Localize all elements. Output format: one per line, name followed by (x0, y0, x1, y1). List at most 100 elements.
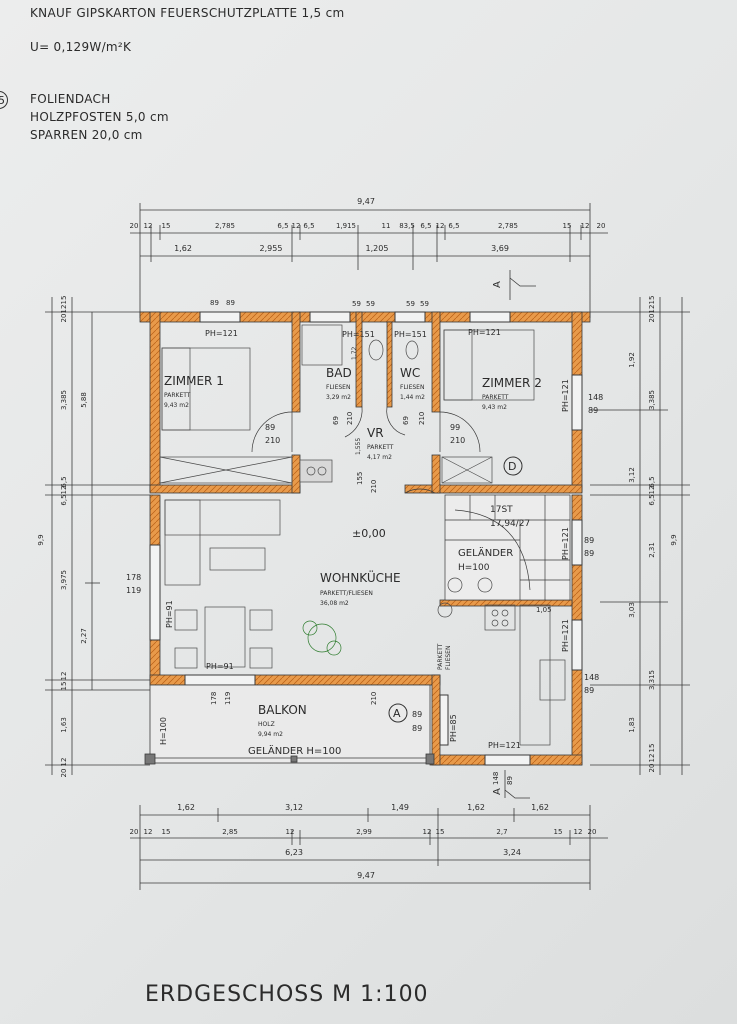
dim-89b: 89 (226, 299, 235, 307)
dim-top-20a: 20 (130, 222, 139, 230)
staircase (444, 494, 571, 601)
dim-155: 155 (356, 472, 364, 485)
dim-left-163: 1,63 (60, 717, 68, 733)
dim-59d: 59 (420, 300, 429, 308)
balcony (144, 684, 435, 765)
dim-right-183: 1,83 (628, 717, 636, 733)
dim-right-12b: 12 (648, 486, 656, 495)
dim-left-12c: 12 (60, 758, 68, 767)
dim-left-20: 20 (60, 769, 68, 778)
floor-parkett-label: PARKETT (437, 643, 444, 670)
ph-left-window: PH=91 (165, 600, 174, 628)
dim-right-outer: 9,9 (670, 534, 678, 545)
dim-119-left: 119 (126, 586, 141, 595)
ph-right-upper: PH=121 (561, 379, 570, 412)
dim-89-stair1: 89 (584, 536, 594, 545)
dim-right-15a: 15 (648, 296, 656, 305)
dim-top-1915: 1,915 (336, 222, 356, 230)
dim-top-162: 1,62 (174, 244, 192, 253)
dimension-bottom (130, 805, 608, 890)
dim-top-369: 3,69 (491, 244, 509, 253)
room-floor-vr: PARKETT (367, 444, 394, 451)
dim-right-12c: 12 (648, 754, 656, 763)
section-marker-bottom (504, 770, 530, 799)
room-floor-wc: FLIESEN (400, 384, 424, 391)
room-floor-bad: FLIESEN (326, 384, 350, 391)
room-area-bad: 3,29 m2 (326, 394, 351, 401)
room-name-zimmer1: ZIMMER 1 (164, 374, 224, 388)
ph-right-lower: PH=121 (561, 619, 570, 652)
dim-bot-623: 6,23 (285, 848, 303, 857)
dim-left-top15: 15 (60, 296, 68, 305)
dim-bot-149: 1,49 (391, 803, 409, 812)
section-circle-d (503, 456, 523, 476)
dim-left-top20: 20 (60, 314, 68, 323)
dim-105: 1,05 (536, 606, 552, 614)
dim-89-balkon1: 89 (412, 710, 422, 719)
dim-left-top12: 12 (60, 305, 68, 314)
room-name-wc: WC (400, 366, 420, 380)
section-label-a: A (393, 707, 401, 720)
dim-left-12b: 12 (60, 672, 68, 681)
dim-1555: 1,555 (355, 438, 362, 455)
dim-right-20a: 20 (648, 314, 656, 323)
room-name-vr: VR (367, 426, 384, 440)
dim-bot-162a: 1,62 (177, 803, 195, 812)
section-label-top: A (492, 281, 503, 288)
dim-top-12c: 12 (436, 222, 445, 230)
ph-right-mid: PH=121 (561, 527, 570, 560)
dim-top-65d: 6,5 (448, 222, 459, 230)
balcony-height: H=100 (159, 717, 168, 745)
dim-bot-27: 2,7 (496, 828, 507, 836)
dim-210-z2door: 210 (450, 436, 465, 445)
windows (149, 311, 583, 766)
dimension-left (45, 297, 150, 775)
floor-fliesen-label: FLIESEN (445, 646, 452, 670)
dimension-top (130, 203, 608, 318)
railing-label: GELÄNDER (458, 546, 513, 559)
dim-bot-162b: 1,62 (467, 803, 485, 812)
dim-69-bad: 69 (332, 416, 340, 425)
dim-bot-15c: 15 (554, 828, 563, 836)
dim-172: 1,72 (351, 346, 358, 360)
dim-top-11: 11 (382, 222, 391, 230)
room-floor-zimmer2: PARKETT (482, 394, 509, 401)
room-floor-zimmer1: PARKETT (164, 392, 191, 399)
ph-zimmer1-window: PH=121 (205, 329, 238, 338)
dim-210-z1door: 210 (265, 436, 280, 445)
dim-left-3385: 3,385 (60, 390, 68, 410)
dim-top-2785a: 2,785 (215, 222, 235, 230)
dim-69-wc: 69 (402, 416, 410, 425)
dim-top-65a: 6,5 (277, 222, 288, 230)
dim-right-65a: 6,5 (648, 476, 656, 487)
dim-left-3975: 3,975 (60, 570, 68, 590)
dim-right-12a: 12 (648, 305, 656, 314)
dim-bot-12c: 12 (423, 828, 432, 836)
dim-top-12d: 12 (581, 222, 590, 230)
dim-left-outer: 9,9 (37, 534, 45, 545)
room-floor-balkon: HOLZ (258, 721, 275, 728)
dim-bot-324: 3,24 (503, 848, 521, 857)
dim-59b: 59 (366, 300, 375, 308)
dim-210-bad: 210 (346, 412, 354, 425)
dim-right-303: 3,03 (628, 602, 636, 618)
stairs-count: 17ST (490, 505, 513, 515)
dim-bot-total: 9,47 (357, 871, 375, 880)
dim-top-65c: 6,5 (420, 222, 431, 230)
dim-178-left: 178 (126, 573, 141, 582)
dim-right-192: 1,92 (628, 352, 636, 368)
railing-height: H=100 (458, 563, 490, 573)
ph-zimmer2-window: PH=121 (468, 328, 501, 337)
dim-left-12a: 12 (60, 486, 68, 495)
room-area-vr: 4,17 m2 (367, 454, 392, 461)
dim-89-right: 89 (588, 406, 598, 415)
dim-top-65b: 6,5 (303, 222, 314, 230)
balcony-railing: GELÄNDER H=100 (248, 744, 341, 757)
dim-top-15b: 15 (563, 222, 572, 230)
ph-kitchen-bottom: PH=121 (488, 741, 521, 750)
room-area-balkon: 9,94 m2 (258, 731, 283, 738)
drawing-title: ERDGESCHOSS M 1:100 (145, 982, 429, 1007)
dim-top-12b: 12 (292, 222, 301, 230)
dim-89-stair2: 89 (584, 549, 594, 558)
